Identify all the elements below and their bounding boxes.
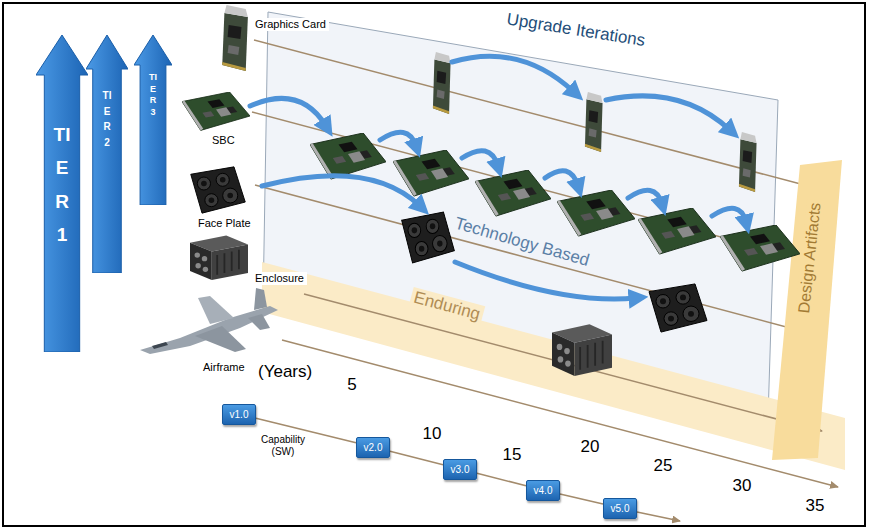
- year-number: 5: [347, 375, 356, 395]
- capability-connector: [560, 494, 603, 504]
- sbc-picture: [310, 133, 386, 179]
- version-box: v4.0: [526, 480, 560, 501]
- upgrade-arrow: [606, 96, 730, 130]
- face-plate-picture: [402, 212, 455, 263]
- tier-arrow-shape: [36, 35, 88, 352]
- timeline: [255, 185, 820, 336]
- enduring-band: [262, 262, 845, 470]
- version-box: v3.0: [443, 459, 477, 480]
- enclosure-picture: [190, 236, 248, 280]
- face-plate-picture: [649, 284, 707, 332]
- tier-arrow: [134, 35, 172, 205]
- tier-label: TIER 1: [53, 118, 72, 251]
- band-label: Enduring: [409, 287, 486, 325]
- part-name: Graphics Card: [252, 18, 329, 31]
- tier-arrow-shape: [134, 35, 172, 205]
- sbc-picture: [182, 92, 250, 130]
- axis-label: Capability (SW): [256, 434, 310, 457]
- upgrade-arrow: [380, 132, 416, 146]
- timeline: [254, 40, 812, 187]
- tier-arrow-node: TIER 3: [134, 35, 172, 205]
- version-box: v5.0: [603, 498, 637, 519]
- graphics-card-picture: [739, 132, 757, 192]
- part-name: Enclosure: [252, 272, 307, 285]
- capability-line: [637, 512, 680, 521]
- tier-arrow-node: TIER 1: [36, 35, 88, 352]
- region-label: Technology Based: [450, 213, 595, 272]
- section-heading: Upgrade Iterations: [505, 9, 646, 50]
- tier-label: TIER 2: [102, 88, 112, 150]
- year-number: 35: [806, 496, 825, 516]
- tier-arrow: [86, 35, 128, 273]
- upgrade-arrows: [250, 56, 746, 299]
- version-label: v3.0: [451, 464, 470, 475]
- face-plate-picture: [191, 167, 245, 213]
- graphics-card-picture: [585, 92, 603, 152]
- year-number: 30: [733, 476, 752, 496]
- band-label: Design Artifacts: [795, 199, 826, 317]
- design-band: [772, 160, 842, 460]
- upgrade-arrow: [545, 171, 578, 186]
- axis-title: (Years): [258, 362, 312, 382]
- enclosure-picture: [552, 324, 612, 376]
- year-number: 20: [581, 437, 600, 457]
- part-name: SBC: [212, 134, 235, 147]
- part-name: Airframe: [203, 361, 245, 374]
- part-name: Face Plate: [198, 217, 251, 230]
- version-box: v2.0: [356, 437, 390, 458]
- timeline: [304, 294, 822, 431]
- year-number: 15: [503, 445, 522, 465]
- tier-arrow-node: TIER 2: [86, 35, 128, 273]
- version-label: v5.0: [611, 503, 630, 514]
- airframe-picture: [140, 288, 278, 354]
- version-label: v1.0: [230, 409, 249, 420]
- frame: [3, 3, 865, 526]
- version-label: v4.0: [534, 485, 553, 496]
- tier-arrow-shape: [86, 35, 128, 273]
- upgrade-arrow: [455, 262, 636, 299]
- sbc-picture: [475, 170, 551, 216]
- sbc-picture: [720, 225, 800, 271]
- upgrade-arrow: [262, 176, 420, 206]
- upgrade-arrow: [712, 208, 746, 222]
- version-box: v1.0: [222, 404, 256, 425]
- upgrade-arrow: [462, 151, 498, 166]
- upgrade-arrow: [452, 56, 574, 92]
- upgrade-arrow: [250, 98, 326, 126]
- year-number: 10: [423, 424, 442, 444]
- version-label: v2.0: [364, 442, 383, 453]
- graphics-card-picture: [433, 52, 451, 114]
- upgrade-arrow: [628, 190, 662, 204]
- tier-label: TIER 3: [149, 72, 158, 119]
- capability-connector: [390, 451, 443, 464]
- graphics-card-picture: [222, 5, 248, 71]
- capability-connector: [477, 473, 526, 485]
- sbc-picture: [393, 150, 469, 196]
- sbc-picture: [557, 190, 635, 236]
- sbc-picture: [638, 208, 716, 254]
- year-number: 25: [654, 456, 673, 476]
